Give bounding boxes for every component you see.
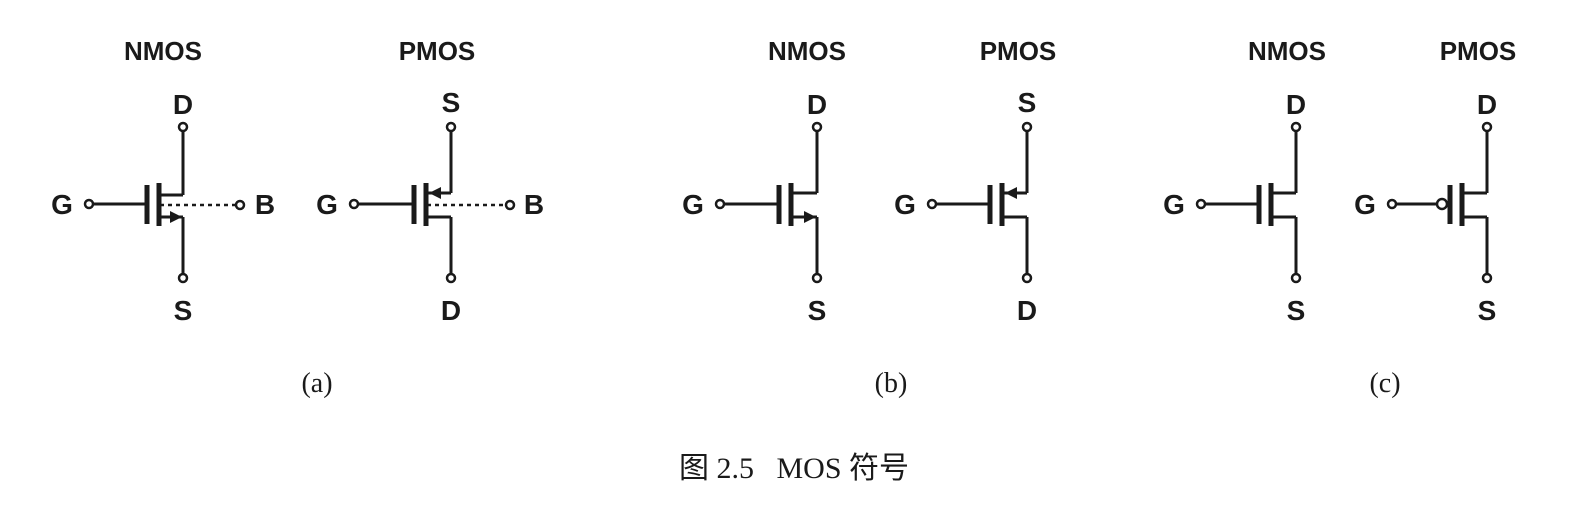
- nmos-title: NMOS: [1248, 36, 1326, 66]
- sublabel-a: (a): [301, 368, 332, 399]
- gate-label: G: [1163, 189, 1185, 220]
- source-terminal: [811, 272, 823, 284]
- drain-terminal: [811, 121, 823, 133]
- source-label: S: [1018, 87, 1037, 118]
- group-b: NMOS D G S PMOS S G: [682, 36, 1056, 399]
- drain-terminal: [445, 272, 457, 284]
- sublabel-b: (b): [875, 368, 908, 399]
- gate-label: G: [894, 189, 916, 220]
- gate-terminal: [714, 198, 726, 210]
- bulk-terminal: [234, 199, 246, 211]
- pmos-3terminal-symbol: PMOS S G D: [894, 36, 1056, 326]
- source-arrow-icon: [804, 211, 816, 223]
- drain-label: D: [441, 295, 461, 326]
- figure-caption: 图 2.5 MOS 符号: [679, 452, 909, 485]
- source-label: S: [442, 87, 461, 118]
- drain-label: D: [1017, 295, 1037, 326]
- source-terminal: [1021, 121, 1033, 133]
- nmos-simplified-symbol: NMOS D G S: [1163, 36, 1326, 326]
- source-terminal: [1290, 272, 1302, 284]
- source-terminal: [177, 272, 189, 284]
- pmos-simplified-symbol: PMOS D G S: [1354, 36, 1516, 326]
- gate-terminal: [1195, 198, 1207, 210]
- pmos-title: PMOS: [399, 36, 476, 66]
- pmos-title: PMOS: [1440, 36, 1517, 66]
- drain-label: D: [807, 89, 827, 120]
- drain-label: D: [173, 89, 193, 120]
- gate-label: G: [316, 189, 338, 220]
- sublabel-c: (c): [1369, 368, 1400, 399]
- source-terminal: [445, 121, 457, 133]
- nmos-3terminal-symbol: NMOS D G S: [682, 36, 846, 326]
- drain-terminal: [177, 121, 189, 133]
- gate-terminal: [83, 198, 95, 210]
- gate-inversion-bubble-icon: [1435, 197, 1449, 211]
- nmos-4terminal-symbol: NMOS D G B S: [51, 36, 275, 326]
- bulk-label: B: [524, 189, 544, 220]
- source-label: S: [1478, 295, 1497, 326]
- gate-label: G: [51, 189, 73, 220]
- nmos-title: NMOS: [768, 36, 846, 66]
- source-arrow-icon: [429, 187, 441, 199]
- group-a: NMOS D G B S PMOS S G: [51, 36, 544, 399]
- gate-terminal: [1386, 198, 1398, 210]
- drain-terminal: [1021, 272, 1033, 284]
- gate-terminal: [926, 198, 938, 210]
- source-label: S: [1287, 295, 1306, 326]
- drain-label: D: [1286, 89, 1306, 120]
- source-label: S: [808, 295, 827, 326]
- nmos-title: NMOS: [124, 36, 202, 66]
- source-arrow-icon: [170, 211, 182, 223]
- source-arrow-icon: [1005, 187, 1017, 199]
- gate-terminal: [348, 198, 360, 210]
- pmos-4terminal-symbol: PMOS S G B D: [316, 36, 544, 326]
- gate-label: G: [682, 189, 704, 220]
- drain-terminal: [1481, 121, 1493, 133]
- pmos-title: PMOS: [980, 36, 1057, 66]
- source-label: S: [174, 295, 193, 326]
- drain-label: D: [1477, 89, 1497, 120]
- gate-label: G: [1354, 189, 1376, 220]
- bulk-terminal: [504, 199, 516, 211]
- source-terminal: [1481, 272, 1493, 284]
- bulk-label: B: [255, 189, 275, 220]
- drain-terminal: [1290, 121, 1302, 133]
- group-c: NMOS D G S PMOS D G: [1163, 36, 1516, 399]
